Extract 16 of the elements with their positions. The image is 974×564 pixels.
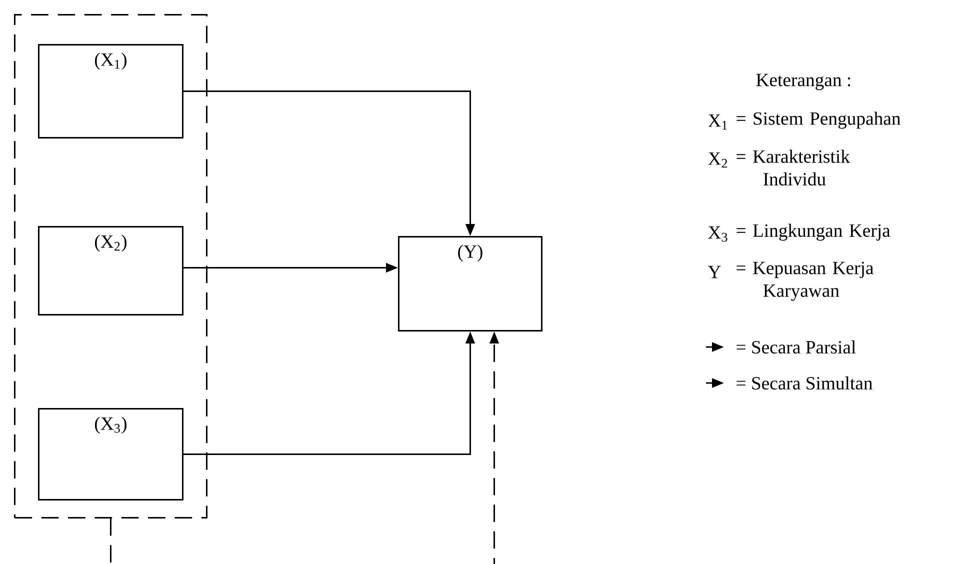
variable-symbol: X$_{2}$ bbox=[708, 152, 728, 168]
variable-symbol: X$_{3}$ bbox=[708, 226, 728, 242]
variable-box: (X$_{2}$) bbox=[38, 226, 184, 316]
variable-definition: = Sistem Pengupahan bbox=[736, 112, 900, 129]
group-box bbox=[14, 14, 208, 518]
legend-heading: Keterangan : bbox=[756, 74, 850, 90]
variable-definition: = Karakteristik Individu bbox=[736, 150, 850, 186]
legend-item: = Secara Simultan bbox=[706, 376, 872, 390]
variable-box: (X$_{3}$) bbox=[38, 408, 184, 500]
variable-definition: = Lingkungan Kerja bbox=[736, 224, 890, 241]
variable-symbol: X$_{1}$ bbox=[708, 114, 727, 130]
variable-definition: = Kepuasan Kerja Karyawan bbox=[736, 262, 874, 301]
variable-symbol: Y bbox=[708, 266, 721, 278]
variable-box: (Y) bbox=[398, 236, 542, 332]
legend-item: = Secara Parsial bbox=[706, 340, 856, 354]
variable-box: (X$_{1}$) bbox=[38, 44, 184, 138]
